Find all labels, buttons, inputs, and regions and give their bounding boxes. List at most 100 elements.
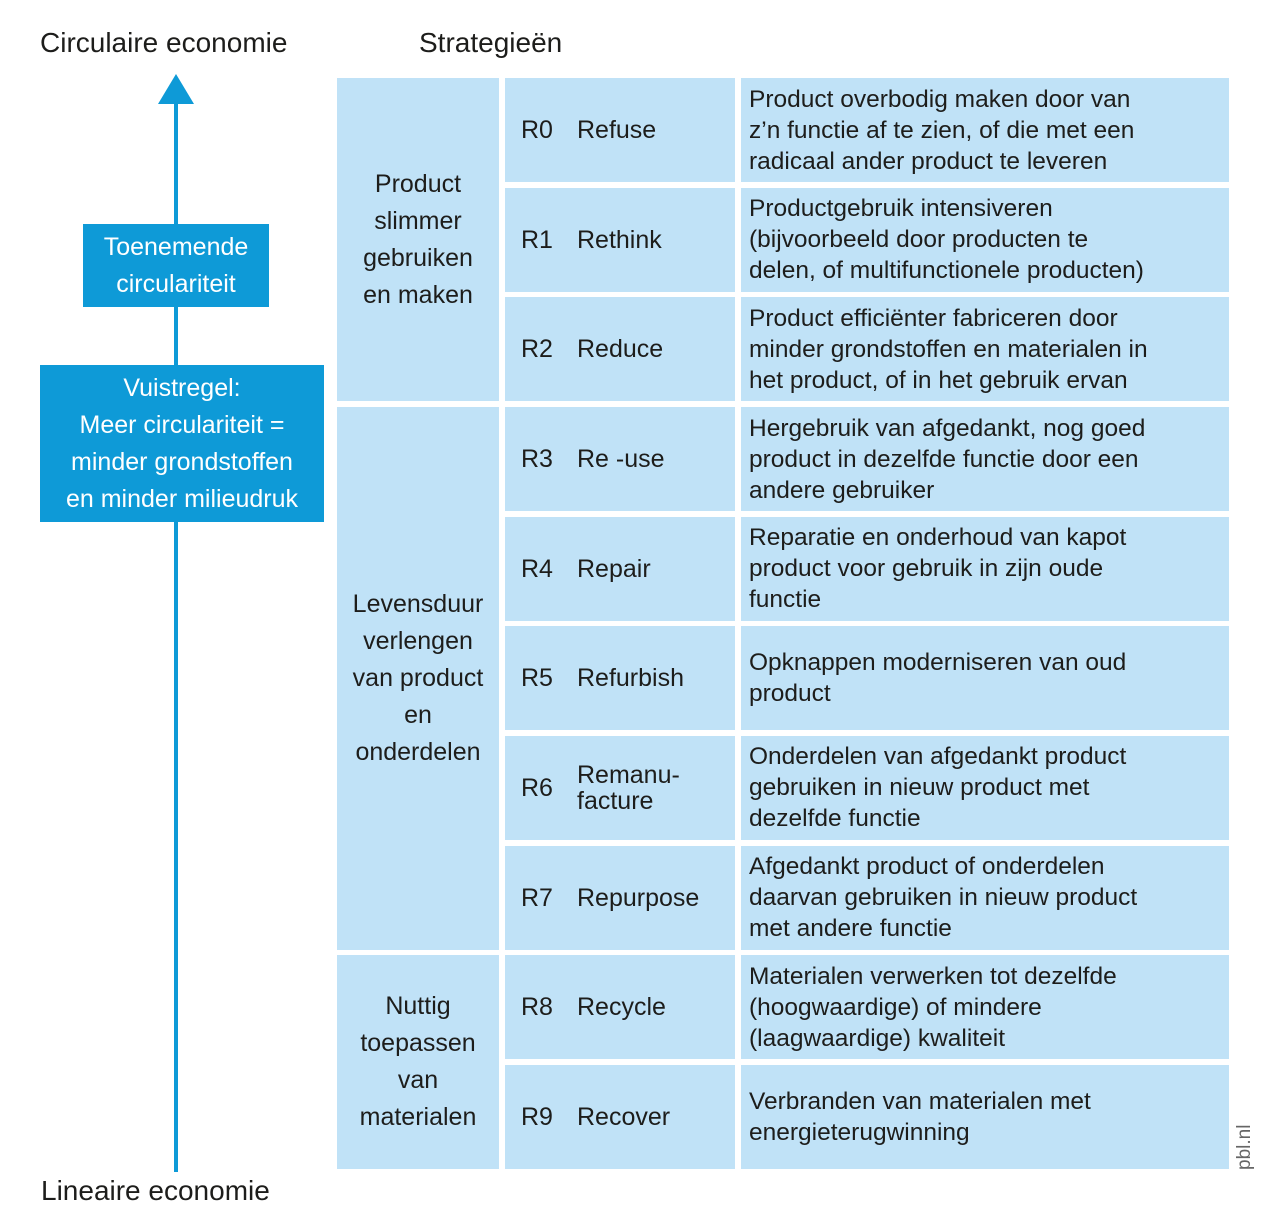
strategy-code: R2	[521, 335, 553, 364]
text-line: Remanu-	[577, 760, 680, 789]
strategy-description: Reparatie en onderhoud van kapot product …	[741, 516, 1229, 621]
box-line: circulariteit	[116, 269, 236, 298]
text-line: en maken	[363, 280, 473, 309]
strategy-name: Recycle	[577, 994, 666, 1020]
box-line: Meer circulariteit =	[79, 410, 285, 439]
box-line: Toenemende	[103, 232, 249, 261]
text-line: Reduce	[577, 335, 664, 364]
strategy-name: Refuse	[577, 117, 656, 143]
text-line: het product, of in het gebruik ervan	[749, 366, 1128, 394]
text-line: Recover	[577, 1102, 671, 1131]
strategy-code: R3	[521, 445, 553, 474]
text-line: Rethink	[577, 225, 662, 254]
text-line: Refurbish	[577, 664, 684, 693]
text-line: product voor gebruik in zijn oude	[749, 555, 1104, 583]
text-line: z’n functie af te zien, of die met een	[749, 116, 1135, 144]
strategy-description: Product efficiënter fabriceren door minde…	[741, 297, 1229, 402]
text-line: functie	[749, 586, 822, 614]
text-line: Repair	[577, 554, 651, 583]
text-line: minder grondstoffen en materialen in	[749, 335, 1148, 363]
increasing-circularity-box: Toenemende circulariteit	[83, 224, 269, 307]
strategy-code-cell: R1 Rethink	[505, 187, 735, 292]
text-line: materialen	[359, 1103, 477, 1132]
linear-economy-label: Lineaire economie	[41, 1175, 270, 1206]
text-line: Product efficiënter fabriceren door	[749, 304, 1118, 332]
text-line: facture	[577, 786, 654, 815]
circular-economy-label: Circulaire economie	[40, 27, 288, 58]
strategies-heading: Strategieën	[419, 27, 563, 58]
strategy-code-cell: R9 Recover	[505, 1064, 735, 1169]
text-line: onderdelen	[355, 737, 481, 766]
text-line: Afgedankt product of onderdelen	[749, 853, 1105, 881]
text-line: Hergebruik van afgedankt, nog goed	[749, 414, 1146, 442]
strategy-code: R4	[521, 554, 553, 583]
text-line: (bijvoorbeeld door producten te	[749, 226, 1089, 254]
text-line: (hoogwaardige) of mindere	[749, 993, 1042, 1021]
text-line: Levensduur	[352, 589, 484, 618]
text-line: van	[397, 1066, 439, 1095]
strategy-name: Reduce	[577, 336, 663, 362]
text-line: Productgebruik intensiveren	[749, 195, 1053, 223]
strategy-code: R9	[521, 1102, 553, 1131]
strategy-code-cell: R3 Re -use	[505, 406, 735, 512]
text-line: Product overbodig maken door van	[749, 85, 1131, 113]
text-line: Refuse	[577, 116, 657, 145]
arrow-up-icon	[158, 74, 194, 104]
text-line: andere gebruiker	[749, 476, 935, 504]
text-line: Materialen verwerken tot dezelfde	[749, 962, 1117, 990]
text-line: dezelfde functie	[749, 805, 921, 833]
text-line: Verbranden van materialen met	[749, 1087, 1091, 1115]
strategy-group: Nuttig toepassen van materialen	[337, 955, 499, 1169]
text-line: energieterugwinning	[749, 1118, 970, 1146]
strategy-code: R7	[521, 883, 553, 912]
strategy-name: Rethink	[577, 227, 662, 253]
text-line: Reparatie en onderhoud van kapot	[749, 524, 1127, 552]
box-line: Vuistregel:	[123, 373, 241, 402]
strategy-code-cell: R8 Recycle	[505, 955, 735, 1060]
text-line: Recycle	[577, 993, 666, 1022]
box-line: en minder milieudruk	[65, 484, 299, 513]
text-line: Nuttig	[385, 992, 451, 1021]
strategy-code-cell: R0 Refuse	[505, 78, 735, 183]
strategy-name: Refurbish	[577, 665, 684, 691]
text-line: met andere functie	[749, 915, 952, 943]
strategy-code-cell: R2 Reduce	[505, 297, 735, 402]
text-line: slimmer	[374, 206, 462, 235]
strategy-code-cell: R4 Repair	[505, 516, 735, 621]
text-line: verlengen	[363, 626, 473, 655]
text-line: Re -use	[577, 445, 665, 474]
text-line: radicaal ander product te leveren	[749, 147, 1108, 175]
text-line: Product	[374, 169, 462, 198]
text-line: product	[749, 680, 831, 708]
strategy-description: Materialen verwerken tot dezelfde (hoogwa…	[741, 955, 1229, 1060]
strategy-name: Remanu-facture	[577, 762, 680, 814]
strategy-name: Re -use	[577, 446, 665, 472]
rule-of-thumb-box: Vuistregel: Meer circulariteit = minder …	[40, 365, 324, 522]
text-line: toepassen	[360, 1029, 476, 1058]
circularity-axis-line	[174, 100, 178, 1172]
strategy-code-cell: R7 Repurpose	[505, 845, 735, 950]
text-line: delen, of multifunctionele producten)	[749, 257, 1144, 285]
strategy-description: Product overbodig maken door van z’n func…	[741, 78, 1229, 183]
strategy-description: Afgedankt product of onderdelen daarvan g…	[741, 845, 1229, 950]
text-line: daarvan gebruiken in nieuw product	[749, 884, 1138, 912]
strategy-code: R8	[521, 993, 553, 1022]
strategy-name: Repurpose	[577, 885, 699, 911]
strategy-code: R1	[521, 225, 553, 254]
strategy-code-cell: R6 Remanu-facture	[505, 735, 735, 841]
text-line: Opknappen moderniseren van oud	[749, 649, 1127, 677]
strategy-description: Verbranden van materialen met energieteru…	[741, 1064, 1229, 1169]
strategy-name: Recover	[577, 1104, 670, 1130]
strategy-code: R0	[521, 116, 553, 145]
strategy-description: Opknappen moderniseren van oud product	[741, 626, 1229, 731]
strategy-code: R6	[521, 773, 553, 802]
text-line: gebruiken in nieuw product met	[749, 774, 1090, 802]
strategy-name: Repair	[577, 556, 651, 582]
text-line: van product	[352, 663, 484, 692]
